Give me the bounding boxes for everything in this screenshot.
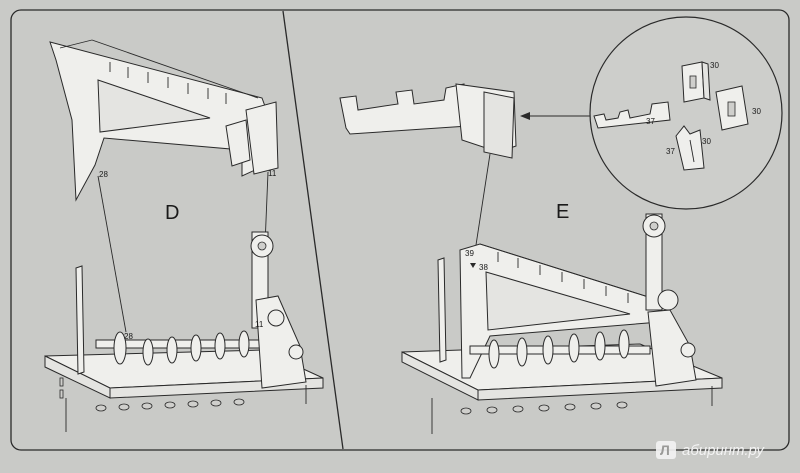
step-d-illustration: D 28 11 28 11: [44, 39, 324, 432]
part-number-11-top: 11: [268, 169, 277, 178]
watermark-text: абиринт.ру: [682, 442, 765, 459]
parts-detail-callout: 30 30 37 37 30: [589, 16, 783, 210]
part-number-37-b: 37: [666, 147, 675, 156]
logo-letter: Л: [660, 442, 670, 458]
gear-arm-e: [645, 213, 663, 311]
top-rack: [339, 83, 469, 135]
base-holes: [59, 377, 245, 412]
step-e-illustration: E 39 38: [339, 83, 723, 434]
guide-lines: [97, 171, 269, 333]
part-number-28-top: 28: [99, 170, 108, 179]
labirint-logo-icon: [656, 441, 676, 459]
detail-part-37-a: [593, 101, 671, 129]
part-number-37-a: 37: [646, 117, 655, 126]
base-holes-e: [460, 401, 628, 415]
part-number-11-bottom: 11: [255, 320, 264, 329]
part-number-30-c: 30: [702, 137, 711, 146]
right-support-e: [647, 309, 697, 387]
part-number-30-a: 30: [710, 61, 719, 70]
part-number-38: 38: [479, 263, 488, 272]
panel-frame: [10, 9, 790, 451]
right-support: [255, 295, 307, 389]
step-divider: [282, 10, 344, 450]
detail-part-37-b: [675, 125, 705, 171]
part-number-28-bottom: 28: [124, 332, 133, 341]
part-number-30-b: 30: [752, 107, 761, 116]
watermark: Л абиринт.ру: [656, 441, 765, 459]
axle-assembly-e: [437, 257, 651, 369]
step-label-d: D: [165, 202, 179, 224]
step-label-e: E: [556, 201, 569, 223]
axle-assembly: [75, 265, 267, 375]
part-number-39: 39: [465, 249, 474, 258]
